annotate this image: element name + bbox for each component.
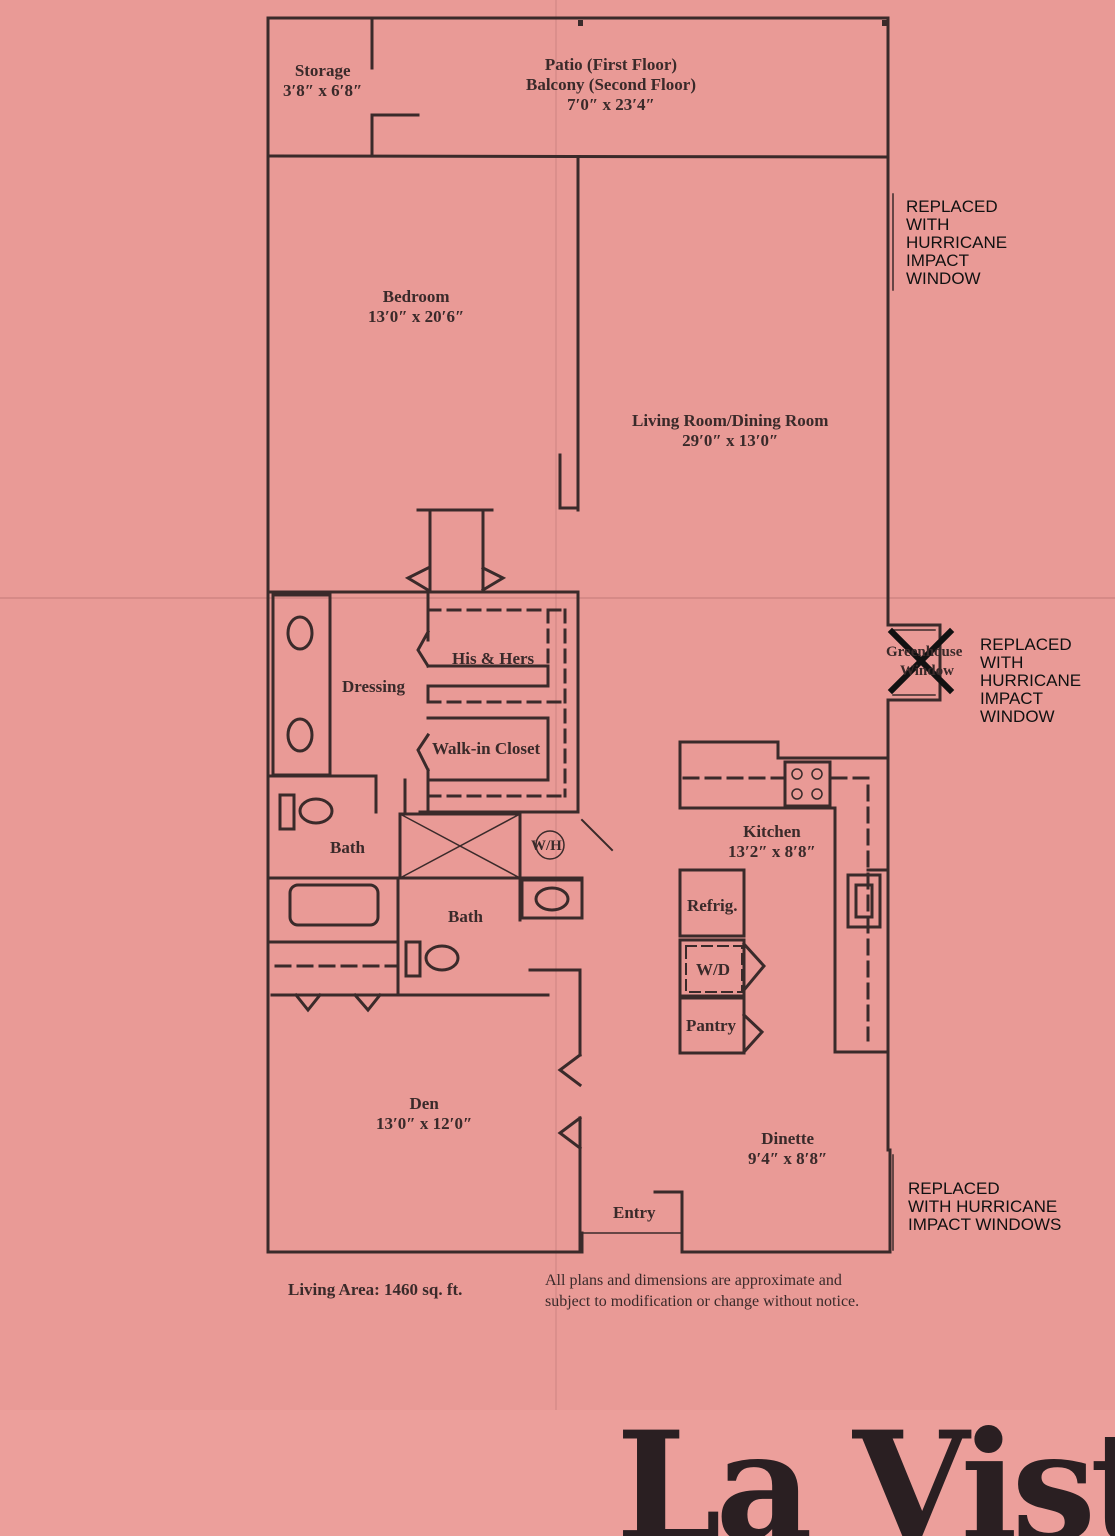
interior-walls bbox=[268, 155, 614, 1254]
room-den: Den 13′0″ x 12′0″ bbox=[376, 1094, 473, 1133]
exterior-walls bbox=[266, 16, 892, 1254]
room-kitchen: Kitchen 13′2″ x 8′8″ bbox=[728, 822, 816, 861]
his-hers-closet-label: His & Hers bbox=[452, 649, 535, 668]
room-dinette: Dinette 9′4″ x 8′8″ bbox=[748, 1129, 828, 1168]
paper-fold-line bbox=[555, 0, 557, 1536]
kitchen-walls bbox=[678, 740, 890, 1055]
paper-fold-line bbox=[0, 597, 1115, 599]
la-vista-logo: La Vista bbox=[616, 1400, 1115, 1536]
brand-band bbox=[0, 1410, 1115, 1536]
washer-dryer-label: W/D bbox=[696, 960, 730, 979]
living-area-label: Living Area: 1460 sq. ft. bbox=[288, 1280, 463, 1299]
room-dressing: Dressing bbox=[342, 677, 405, 696]
pantry-label: Pantry bbox=[686, 1016, 737, 1035]
room-living-dining: Living Room/Dining Room 29′0″ x 13′0″ bbox=[632, 411, 829, 450]
room-patio: Patio (First Floor) Balcony (Second Floo… bbox=[526, 55, 696, 114]
window-marks bbox=[886, 193, 955, 1251]
water-heater-label: W/H bbox=[531, 838, 562, 854]
refrigerator-label: Refrig. bbox=[687, 896, 738, 915]
greenhouse-window-label: Greenhouse Window bbox=[886, 644, 963, 679]
entry-label: Entry bbox=[613, 1203, 656, 1222]
walk-in-closet-label: Walk-in Closet bbox=[432, 739, 541, 758]
room-bath-master: Bath bbox=[330, 838, 365, 857]
room-bath-second: Bath bbox=[448, 907, 483, 926]
disclaimer-text: All plans and dimensions are approximate… bbox=[545, 1272, 860, 1310]
room-bedroom: Bedroom 13′0″ x 20′6″ bbox=[368, 287, 465, 326]
